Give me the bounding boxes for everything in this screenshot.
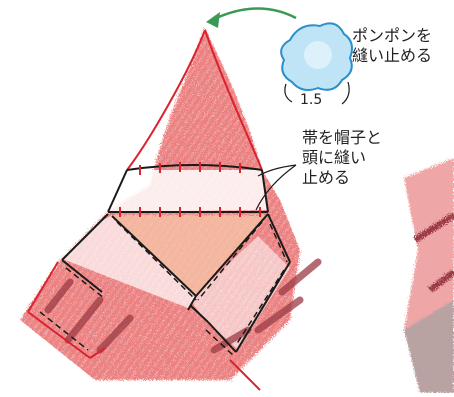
- stitch-marks: [119, 162, 261, 217]
- dashed-seams: [39, 221, 288, 357]
- stripes: [44, 258, 322, 354]
- front-panel-white: [190, 236, 290, 350]
- band-note-line-3: 止める: [302, 168, 351, 187]
- band-note: 帯を帽子と 頭に縫い 止める: [302, 128, 382, 188]
- band-outline: [107, 164, 269, 213]
- lower-red-outline: [27, 261, 261, 391]
- dimension-bracket: [284, 81, 350, 105]
- curved-arrow-icon: [206, 7, 297, 28]
- stripe: [278, 258, 322, 296]
- stripe: [210, 326, 252, 354]
- white-pieces: [60, 170, 290, 350]
- brim-white: [108, 170, 268, 212]
- band-fill: [112, 215, 268, 296]
- stripe: [96, 314, 134, 354]
- stripe: [254, 296, 304, 334]
- body-outline: [61, 213, 291, 353]
- leader-lines: [255, 164, 297, 211]
- stripe: [64, 296, 104, 344]
- band-note-line-1: 帯を帽子と: [302, 128, 383, 147]
- pompom-note-line-2: 縫い止める: [352, 46, 433, 65]
- stripe: [44, 278, 74, 314]
- pompom-note-line-1: ポンポンを: [352, 26, 433, 45]
- pompom-icon: [280, 22, 353, 91]
- next-figure-partial: [404, 158, 454, 393]
- pompom-size-label: 1.5: [300, 92, 323, 108]
- band-note-line-2: 頭に縫い: [302, 148, 367, 167]
- left-panel-white: [60, 215, 196, 308]
- band-panel: [112, 215, 268, 296]
- pompom-note: ポンポンを 縫い止める: [352, 26, 432, 66]
- cone-outline: [126, 29, 263, 171]
